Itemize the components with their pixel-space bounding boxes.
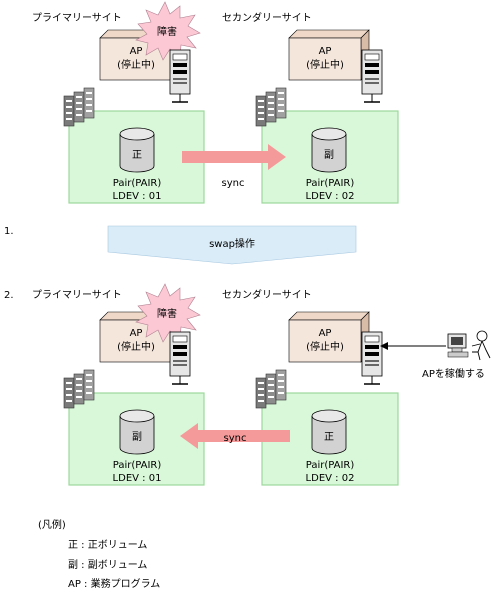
swap-operation-label: swap操作: [209, 237, 255, 250]
primary-pair-status: Pair(PAIR): [113, 460, 162, 471]
primary-volume: 正: [119, 127, 155, 173]
secondary-ldev: LDEV : 02: [306, 473, 355, 484]
start-ap-arrowhead: [380, 342, 388, 350]
secondary-pair-status: Pair(PAIR): [306, 460, 355, 471]
primary-site-label: プライマリーサイト: [32, 289, 122, 301]
svg-text:AP: AP: [319, 328, 332, 339]
svg-text:AP: AP: [130, 46, 143, 57]
svg-text:障害: 障害: [157, 25, 177, 38]
secondary-volume: 副: [311, 127, 347, 173]
svg-text:副: 副: [132, 431, 142, 443]
primary-site-box: [68, 110, 205, 204]
legend-item-secondary: 副 : 副ボリューム: [68, 559, 147, 571]
legend-item-ap: AP : 業務プログラム: [68, 577, 160, 590]
secondary-ap-box: AP (停止中): [288, 311, 370, 363]
primary-server-icon: [169, 331, 191, 385]
secondary-site-label: セカンダリーサイト: [222, 11, 312, 24]
primary-ldev: LDEV : 01: [113, 473, 162, 484]
sync-arrow-right: [182, 144, 286, 170]
primary-ldev: LDEV : 01: [113, 191, 162, 202]
secondary-server-icon: [361, 49, 383, 103]
legend-title: (凡例): [38, 518, 66, 531]
svg-text:(停止中): (停止中): [117, 58, 155, 71]
primary-site-label: プライマリーサイト: [32, 12, 122, 24]
svg-text:副: 副: [324, 149, 334, 161]
failure-burst: 障害: [135, 1, 201, 61]
svg-text:(停止中): (停止中): [117, 340, 155, 353]
secondary-server-icon: [361, 331, 383, 385]
svg-text:(停止中): (停止中): [306, 58, 344, 71]
primary-ap-box: AP (停止中): [99, 29, 181, 81]
svg-text:障害: 障害: [157, 307, 177, 320]
primary-ap-box: AP (停止中): [99, 311, 181, 363]
svg-text:(停止中): (停止中): [306, 340, 344, 353]
sync-arrow-left: [180, 423, 290, 449]
step-1-label: 1.: [4, 226, 14, 237]
step-2-label: 2.: [4, 290, 14, 301]
secondary-pair-status: Pair(PAIR): [306, 178, 355, 189]
primary-volume: 副: [119, 409, 155, 455]
secondary-ap-box: AP (停止中): [288, 29, 370, 81]
failure-burst: 障害: [135, 283, 201, 343]
sync-label: sync: [224, 433, 247, 444]
sync-label: sync: [222, 178, 245, 189]
svg-text:正: 正: [324, 432, 334, 443]
primary-server-icon: [169, 49, 191, 103]
primary-pair-status: Pair(PAIR): [113, 178, 162, 189]
svg-text:正: 正: [132, 150, 142, 161]
secondary-site-label: セカンダリーサイト: [222, 288, 312, 301]
svg-text:AP: AP: [130, 328, 143, 339]
secondary-volume: 正: [311, 409, 347, 455]
swap-operation-banner: [107, 225, 357, 265]
svg-text:AP: AP: [319, 46, 332, 57]
operator-terminal-icon: [447, 333, 469, 358]
legend-item-primary: 正 : 正ボリューム: [68, 539, 147, 551]
secondary-ldev: LDEV : 02: [306, 191, 355, 202]
start-ap-label: APを稼働する: [422, 367, 485, 380]
operator-person-icon: [471, 330, 491, 361]
